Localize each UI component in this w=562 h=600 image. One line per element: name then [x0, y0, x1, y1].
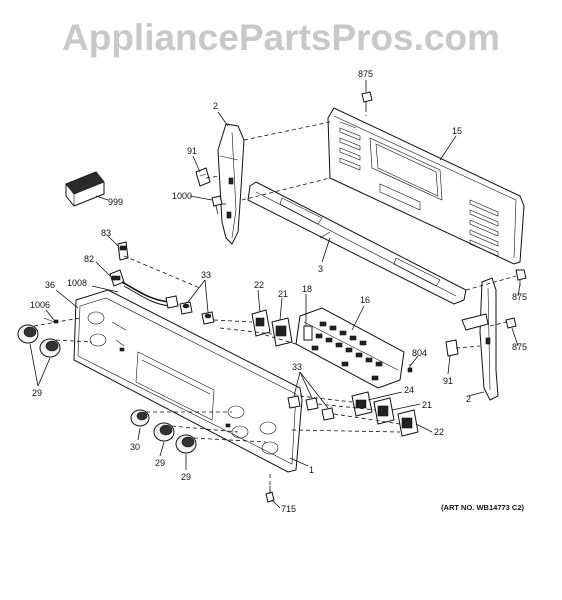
part-16-electronic-control [295, 307, 405, 389]
part-715-screw [265, 486, 275, 503]
leader-lines [29, 80, 521, 509]
callout-804: 804 [412, 348, 427, 358]
callout-29-lower-b: 29 [181, 472, 191, 482]
callout-875-top: 875 [358, 69, 373, 79]
part-2-side-bracket-right [461, 277, 499, 401]
part-1000-screw [211, 195, 223, 215]
callout-36: 36 [45, 280, 55, 290]
callout-21-upper: 21 [278, 289, 288, 299]
part-29-knob-lower-b [175, 434, 197, 454]
callout-30: 30 [130, 442, 140, 452]
callout-33-lower: 33 [292, 362, 302, 372]
callout-18: 18 [302, 284, 312, 294]
callout-1: 1 [309, 465, 314, 475]
part-91-clip-left [195, 167, 211, 187]
callout-91-left: 91 [187, 146, 197, 156]
callout-21-lower: 21 [422, 400, 432, 410]
callout-24: 24 [404, 385, 414, 395]
callout-1000: 1000 [172, 191, 192, 201]
part-875-screw-right-b [505, 317, 517, 329]
part-33-switches-lower [287, 395, 335, 421]
part-3-vent-trim [247, 181, 467, 305]
part-29-knob-left-b [39, 338, 61, 358]
part-24-switch [351, 391, 373, 417]
part-30-knob [130, 409, 150, 427]
part-33-switches-upper [179, 301, 215, 325]
callout-875-right-a: 875 [512, 292, 527, 302]
part-875-screw-top [361, 91, 373, 108]
callout-875-right-b: 875 [512, 342, 527, 352]
part-82-connector [109, 269, 125, 287]
part-22-switch-upper [251, 309, 271, 337]
callout-labels: 875 15 2 91 1000 999 3 83 82 33 1008 36 … [30, 69, 527, 514]
part-91-clip-right [445, 339, 459, 357]
part-29-knob-lower-a [153, 422, 175, 442]
part-1-control-panel [73, 289, 303, 473]
callout-3: 3 [318, 264, 323, 274]
callout-83: 83 [101, 228, 111, 238]
callout-22-upper: 22 [254, 280, 264, 290]
callout-2-right: 2 [466, 394, 471, 404]
assembly-lines [33, 108, 517, 486]
part-804-screw [407, 364, 413, 373]
part-2-side-bracket-left [217, 123, 245, 245]
part-21-switch-lower [373, 397, 395, 425]
art-number: (ART NO. WB14773 C2) [441, 503, 524, 512]
callout-33-upper: 33 [201, 270, 211, 280]
part-875-screw-right-a [515, 269, 527, 286]
callout-29-left: 29 [32, 388, 42, 398]
callout-1006: 1006 [30, 300, 50, 310]
callout-82: 82 [84, 254, 94, 264]
callout-1008: 1008 [67, 278, 87, 288]
callout-16: 16 [360, 295, 370, 305]
part-15-back-panel [327, 107, 525, 265]
part-83-clip [117, 241, 129, 261]
callout-29-lower-a: 29 [155, 458, 165, 468]
callout-999: 999 [108, 197, 123, 207]
part-999-block [65, 171, 105, 207]
callout-2-left: 2 [213, 101, 218, 111]
callout-15: 15 [452, 126, 462, 136]
callout-91-right: 91 [443, 376, 453, 386]
callout-715: 715 [281, 504, 296, 514]
part-22-switch-lower [397, 409, 419, 437]
part-1008-wire-harness [121, 281, 179, 309]
part-29-knob-left-a [17, 324, 39, 344]
watermark-text: AppliancePartsPros.com [62, 17, 500, 58]
callout-22-lower: 22 [434, 427, 444, 437]
